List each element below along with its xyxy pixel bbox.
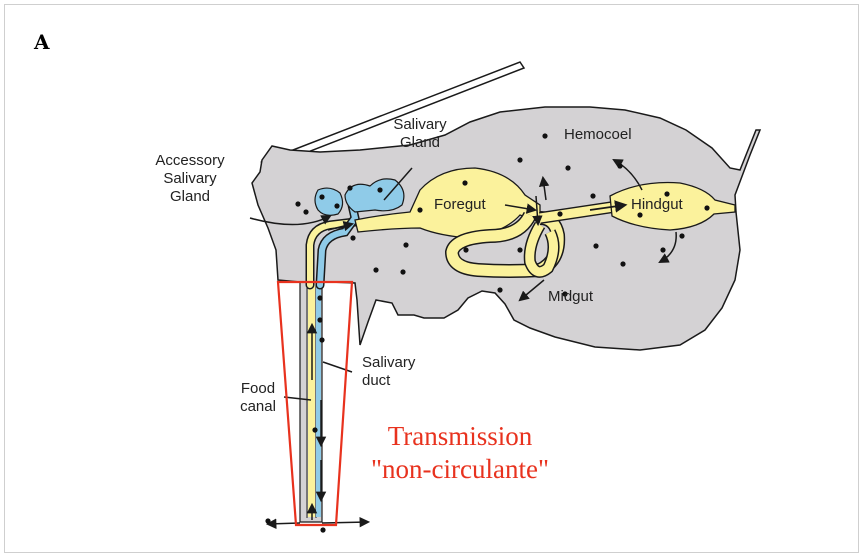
label-foregut: Foregut (434, 196, 486, 214)
label-line: Salivary (380, 116, 460, 134)
label-salivary-gland: Salivary Gland (380, 116, 460, 152)
transmission-annotation: Transmission "non-circulante" (330, 420, 590, 486)
panel-letter: A (34, 30, 50, 54)
label-accessory-salivary-gland: Accessory Salivary Gland (130, 152, 250, 206)
label-line: Gland (380, 134, 460, 152)
label-line: canal (228, 398, 288, 416)
label-line: Gland (130, 188, 250, 206)
label-line: duct (362, 372, 415, 390)
transmission-line-2: "non-circulante" (330, 453, 590, 486)
label-hindgut: Hindgut (631, 196, 683, 214)
label-salivary-duct: Salivary duct (362, 354, 415, 390)
food-canal-fill (308, 285, 315, 517)
label-line: Accessory (130, 152, 250, 170)
accessory-salivary-gland-shape (315, 188, 343, 215)
label-line: Food (228, 380, 288, 398)
label-hemocoel: Hemocoel (564, 126, 632, 144)
transmission-line-1: Transmission (330, 420, 590, 453)
flow-arrow-bottom-right (322, 522, 368, 523)
label-line: Salivary (130, 170, 250, 188)
label-line: Salivary (362, 354, 415, 372)
label-food-canal: Food canal (228, 380, 288, 416)
label-midgut: Midgut (548, 288, 593, 306)
